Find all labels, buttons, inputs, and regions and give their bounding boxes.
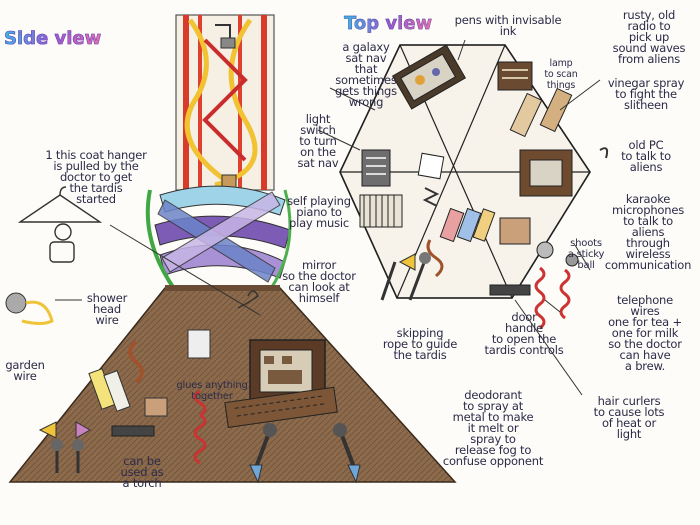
label-deodorant: deodorant to spray at metal to make it m… xyxy=(442,388,544,468)
label-glue: glues anything together xyxy=(176,380,248,402)
coat-hanger-sketch xyxy=(17,186,103,263)
label-vinegar: vinegar spray to fight the slitheen xyxy=(607,76,685,112)
label-hair-curlers: hair curlers to cause lots of heat or li… xyxy=(593,394,665,441)
label-coat-hanger: 1 this coat hanger is pulled by the doct… xyxy=(45,148,147,206)
label-shoots-ball: shoots a sticky ball xyxy=(567,238,605,271)
label-karaoke: karaoke microphones to talk to aliens th… xyxy=(604,192,692,272)
label-mirror: mirror so the doctor can look at himself xyxy=(282,258,356,305)
label-telephone: telephone wires one for tea + one for mi… xyxy=(608,293,682,373)
top-console-hexagon xyxy=(339,44,609,330)
label-light-switch: light switch to turn on the sat nav xyxy=(297,112,339,170)
label-shower-head: shower head wire xyxy=(86,291,128,327)
label-radio: rusty, old radio to pick up sound waves … xyxy=(612,8,686,66)
label-door-handle: door handle to open the tardis controls xyxy=(484,310,564,357)
twisted-ribbons xyxy=(145,185,292,292)
time-rotor-column xyxy=(175,14,275,194)
label-lamp: lamp to scan things xyxy=(544,58,578,91)
label-skipping-rope: skipping rope to guide the tardis xyxy=(382,326,458,362)
shower-head-sketch xyxy=(5,292,82,325)
side-view-title: Side view xyxy=(4,28,124,54)
label-invisible-ink: pens with invisable ink xyxy=(454,13,562,38)
label-galaxy-nav: a galaxy sat nav that sometimes gets thi… xyxy=(335,40,397,109)
leader-lines xyxy=(109,39,601,396)
label-piano: self playing piano to play music xyxy=(287,194,351,230)
label-garden-wire: garden wire xyxy=(5,358,45,383)
label-old-pc: old PC to talk to aliens xyxy=(621,138,671,174)
top-view-title: Top view xyxy=(344,13,433,34)
label-torch: can be used as a torch xyxy=(120,454,164,490)
side-console xyxy=(8,285,457,484)
